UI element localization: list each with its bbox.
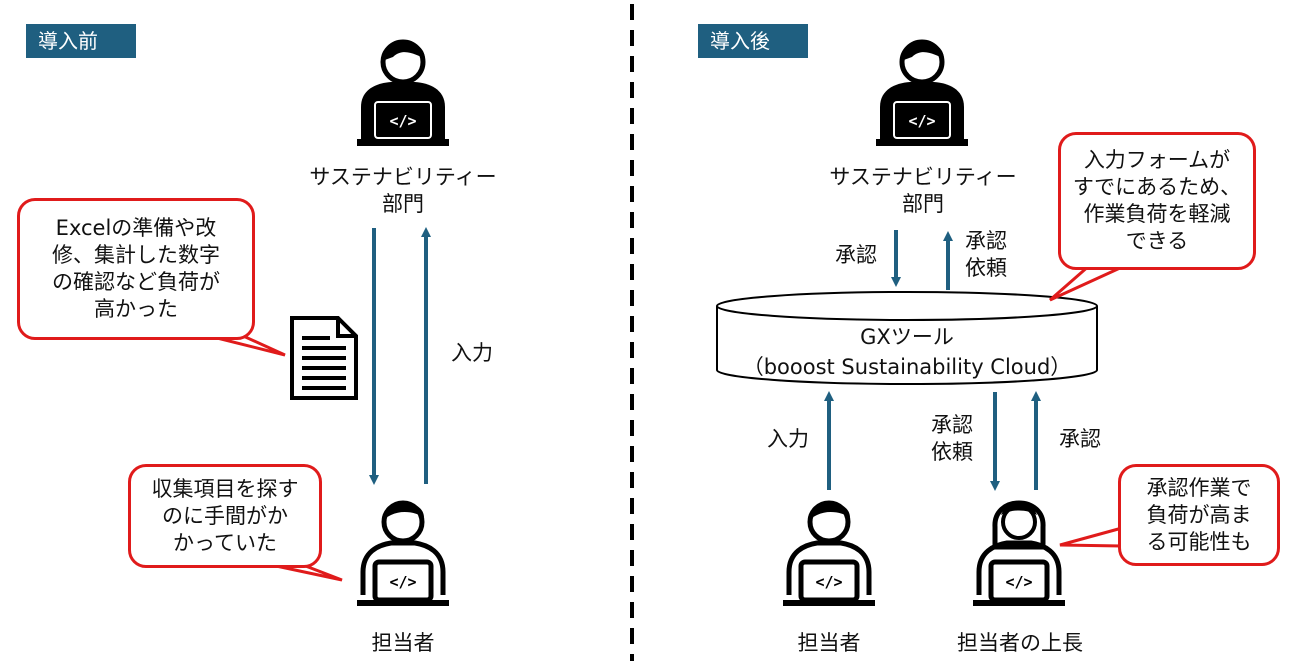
developer-icon: </>	[973, 500, 1065, 606]
gx-tool-line2: （booost Sustainability Cloud）	[742, 355, 1072, 379]
gx-tool-line1: GXツール	[860, 325, 954, 349]
request-label: 承認 依頼	[922, 412, 982, 466]
database-cylinder	[716, 291, 1098, 385]
callout-excel: Excelの準備や改 修、集計した数字 の確認など負荷が 高かった	[17, 198, 255, 340]
staff-label: 担当者	[797, 631, 861, 655]
callout-excel-text: Excelの準備や改 修、集計した数字 の確認など負荷が 高かった	[52, 216, 220, 321]
request-label-line1: 承認	[965, 229, 1007, 253]
callout-form-text: 入力フォームが すでにあるため、 作業負荷を軽減 できる	[1072, 148, 1242, 253]
dept-label-line2: 部門	[902, 192, 944, 216]
bubble-tail	[1059, 526, 1123, 548]
request-label-line1: 承認	[931, 413, 973, 437]
approve-label: 承認	[835, 243, 877, 267]
svg-text:</>: </>	[1005, 573, 1032, 591]
document-icon	[290, 316, 358, 400]
approve-label: 承認	[1059, 427, 1101, 451]
developer-icon	[357, 42, 449, 146]
after-tag: 導入後	[698, 24, 808, 58]
request-label-line2: 依頼	[931, 440, 973, 464]
callout-manager-text: 承認作業で 負荷が高ま る可能性も	[1146, 475, 1252, 554]
input-label: 入力	[451, 341, 493, 365]
before-tag: 導入前	[26, 24, 136, 58]
callout-form: 入力フォームが すでにあるため、 作業負荷を軽減 できる	[1058, 132, 1256, 270]
developer-icon	[357, 503, 449, 606]
request-label: 承認 依頼	[956, 228, 1016, 282]
developer-icon	[783, 503, 875, 606]
gx-tool-name: GXツール （booost Sustainability Cloud）	[717, 322, 1097, 382]
bubble-tail	[1049, 263, 1121, 302]
dept-label-line1: サステナビリティー	[309, 165, 497, 189]
callout-search-text: 収集項目を探す のに手間がか かっていた	[151, 476, 299, 555]
callout-search: 収集項目を探す のに手間がか かっていた	[128, 464, 322, 568]
callout-manager: 承認作業で 負荷が高ま る可能性も	[1118, 464, 1280, 566]
dept-label-line1: サステナビリティー	[829, 165, 1017, 189]
dept-label: サステナビリティー 部門	[800, 164, 1046, 218]
manager-label: 担当者の上長	[957, 631, 1083, 655]
staff-label: 担当者	[371, 631, 435, 655]
request-label-line2: 依頼	[965, 256, 1007, 280]
input-label: 入力	[767, 427, 809, 451]
developer-icon	[876, 42, 968, 146]
dept-label: サステナビリティー 部門	[280, 164, 526, 218]
dept-label-line2: 部門	[382, 192, 424, 216]
